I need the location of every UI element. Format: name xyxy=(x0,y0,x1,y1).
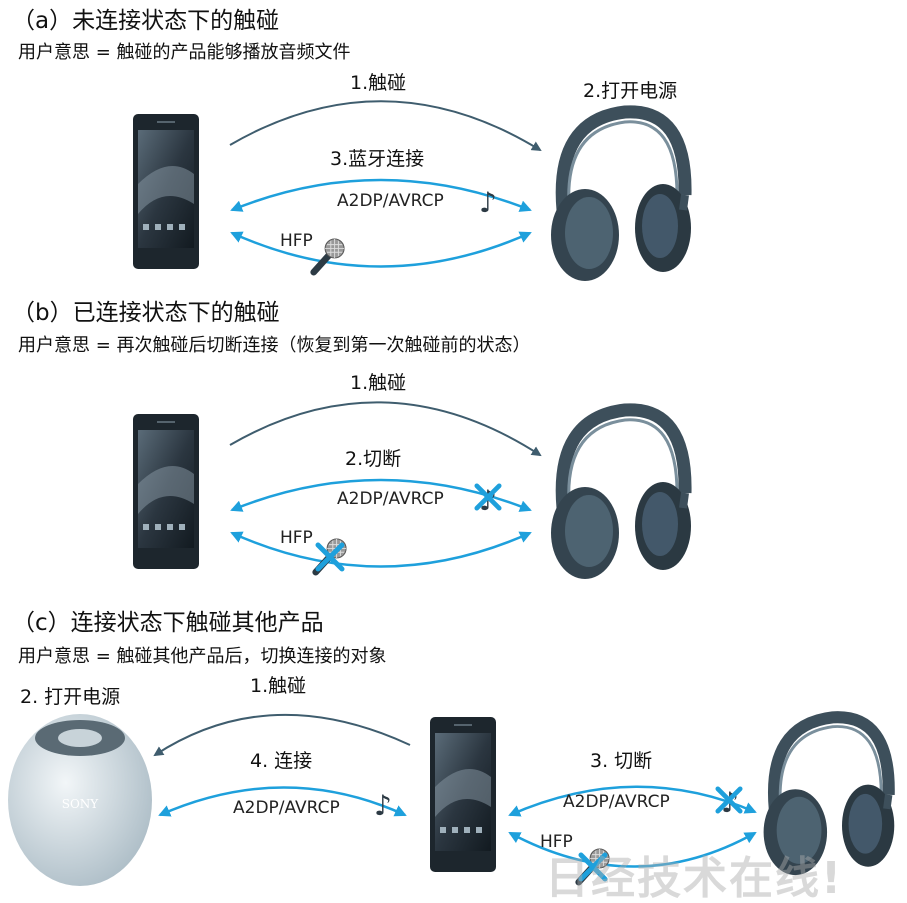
step-connect-label: 4. 连接 xyxy=(250,750,313,772)
section-b-subtitle: 用户意思 = 再次触碰后切断连接（恢复到第一次触碰前的状态） xyxy=(18,335,531,356)
section-b-title: （b）已连接状态下的触碰 xyxy=(12,300,280,326)
smartphone-icon xyxy=(133,414,199,569)
a2dp-avrcp-label: A2DP/AVRCP xyxy=(337,489,444,509)
hfp-label: HFP xyxy=(540,832,573,852)
a2dp-avrcp-label: A2DP/AVRCP xyxy=(337,191,444,211)
section-a-subtitle: 用户意思 = 触碰的产品能够播放音频文件 xyxy=(18,42,351,63)
step-touch-label: 1.触碰 xyxy=(350,72,407,94)
speaker-brand: SONY xyxy=(62,797,100,811)
speaker-icon: SONY xyxy=(8,714,152,886)
hfp-connection-arrow xyxy=(508,831,757,868)
section-c-title: （c）连接状态下触碰其他产品 xyxy=(12,610,324,636)
headphones-icon xyxy=(551,410,691,579)
hfp-connection-arrow xyxy=(230,231,532,268)
step-power-on-label: 2. 打开电源 xyxy=(20,686,121,708)
hfp-label: HFP xyxy=(280,528,313,548)
step-disconnect-label: 2.切断 xyxy=(345,448,402,470)
step-touch-label: 1.触碰 xyxy=(250,675,307,697)
hfp-label: HFP xyxy=(280,231,313,251)
watermark-logo: 日经技术在线! xyxy=(545,853,844,903)
microphone-icon xyxy=(314,239,344,272)
hfp-connection-arrow xyxy=(230,531,532,568)
step-touch-label: 1.触碰 xyxy=(350,372,407,394)
a2dp-connection-arrow xyxy=(508,785,757,817)
touch-arrow xyxy=(229,401,542,457)
a2dp-connection-arrow xyxy=(158,786,407,817)
step-disconnect-label: 3. 切断 xyxy=(590,750,653,772)
step-power-on-label: 2.打开电源 xyxy=(583,80,678,102)
touch-arrow xyxy=(229,100,542,152)
music-note-icon: ♪ xyxy=(479,186,497,219)
touch-arrow xyxy=(153,713,411,757)
headphones-icon xyxy=(551,112,691,281)
music-note-icon: ♪ xyxy=(374,789,392,822)
smartphone-icon xyxy=(430,717,496,872)
step-bluetooth-connect-label: 3.蓝牙连接 xyxy=(330,148,425,170)
section-c-subtitle: 用户意思 = 触碰其他产品后，切换连接的对象 xyxy=(18,646,387,667)
a2dp-avrcp-label: A2DP/AVRCP xyxy=(233,798,340,818)
a2dp-connection-arrow xyxy=(230,178,532,212)
a2dp-avrcp-label: A2DP/AVRCP xyxy=(563,792,670,812)
smartphone-icon xyxy=(133,114,199,269)
section-a-title: （a）未连接状态下的触碰 xyxy=(12,8,280,34)
